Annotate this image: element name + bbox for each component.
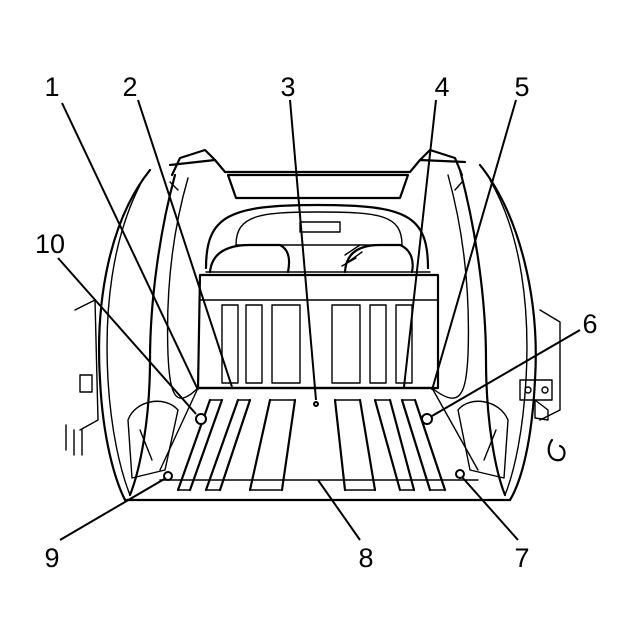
- truck-bed-outline: [97, 163, 537, 502]
- bed-floor: [159, 398, 479, 492]
- leader-5: [431, 99, 517, 391]
- bed-front-wall: [196, 273, 440, 390]
- callout-4: 4: [434, 72, 449, 102]
- callouts: 1 2 3 4 5 6 7 8 9 10: [35, 72, 598, 573]
- leader-8: [317, 479, 361, 541]
- callout-3: 3: [280, 72, 295, 102]
- callout-9: 9: [44, 543, 59, 573]
- callout-5: 5: [514, 72, 529, 102]
- leader-7: [461, 476, 519, 541]
- leader-10: [57, 257, 197, 415]
- callout-10: 10: [35, 229, 65, 259]
- cab-rear: [168, 148, 467, 274]
- callout-8: 8: [358, 543, 373, 573]
- leader-6: [431, 329, 581, 417]
- leader-1: [61, 102, 199, 391]
- callout-7: 7: [514, 543, 529, 573]
- leader-lines: [57, 99, 581, 541]
- leader-4: [403, 99, 437, 388]
- callout-2: 2: [122, 72, 137, 102]
- leader-2: [137, 99, 233, 388]
- callout-1: 1: [44, 72, 59, 102]
- leader-9: [59, 477, 167, 541]
- leader-3: [289, 99, 317, 401]
- callout-6: 6: [582, 309, 597, 339]
- side-hardware: [65, 299, 566, 462]
